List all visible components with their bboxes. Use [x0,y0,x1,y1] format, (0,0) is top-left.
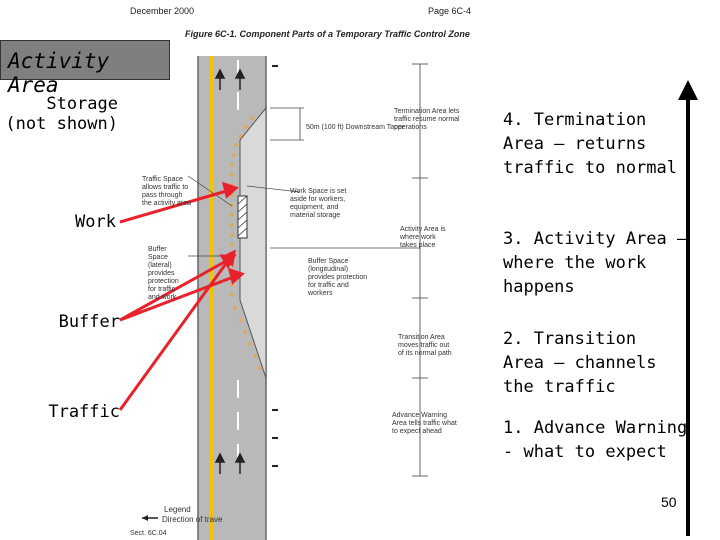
figure-caption: Figure 6C-1. Component Parts of a Tempor… [185,29,470,39]
activity-area-annotation: Activity Area is where work takes place [400,226,446,249]
label-traffic: Traffic [48,402,120,422]
warning-line1: 1. Advance Warning [503,418,688,438]
legend-direction-label: Direction of trave [162,515,223,524]
transition-line3: the traffic [503,377,616,397]
advance-warning-annotation: Advance Warning Area tells traffic what … [392,412,457,435]
work-space-annotation: Work Space is set aside for workers, equ… [290,188,347,219]
progression-arrow-head [678,80,698,100]
termination-line2: Area – returns [503,134,647,154]
activity-line3: happens [503,277,575,297]
transition-line1: 2. Transition [503,329,637,349]
closed-lane-area [239,106,267,379]
figure-header-page: Page 6C-4 [428,6,472,16]
transition-area-text: 2. Transition Area – channels the traffi… [503,327,657,399]
buffer-lateral-annotation: Buffer Space (lateral) provides protecti… [148,246,179,301]
section-reference: Sect. 6C.04 [130,530,167,537]
slide-title-box: Activity Area [0,40,170,97]
activity-line2: where the work [503,253,647,273]
termination-line3: traffic to normal [503,158,677,178]
advance-warning-text: 1. Advance Warning - what to expect [503,416,687,464]
page-number: 50 [661,494,677,510]
termination-line1: 4. Termination [503,110,647,130]
label-work: Work [75,212,116,232]
red-pointer-arrows [118,181,245,411]
warning-line2: - what to expect [503,442,667,462]
activity-line1: 3. Activity Area – [503,229,688,249]
label-storage-line2: (not shown) [5,114,118,134]
activity-area-text: 3. Activity Area – where the work happen… [503,227,687,299]
termination-annotation: Termination Area lets traffic resume nor… [394,108,460,131]
termination-area-text: 4. Termination Area – returns traffic to… [503,108,677,180]
transition-line2: Area – channels [503,353,657,373]
sign-markers [272,65,278,467]
figure-header-date: December 2000 [130,6,195,16]
work-space-hatched [237,195,248,239]
transition-area-annotation: Transition Area moves traffic out of its… [398,334,452,357]
buffer-longitudinal-annotation: Buffer Space (longitudinal) provides pro… [308,258,368,297]
slide-title: Activity Area [8,49,110,97]
downstream-taper-annotation: 50m (100 ft) Downstream Taper [306,124,405,131]
legend-title: Legend [164,505,191,514]
label-storage-line1: Storage [46,94,118,114]
label-storage: Storage (not shown) [0,94,118,134]
label-buffer: Buffer [58,312,120,332]
direction-arrows [214,68,246,474]
dimension-lines [270,63,428,477]
traffic-space-annotation: Traffic Space allows traffic to pass thr… [142,176,192,207]
